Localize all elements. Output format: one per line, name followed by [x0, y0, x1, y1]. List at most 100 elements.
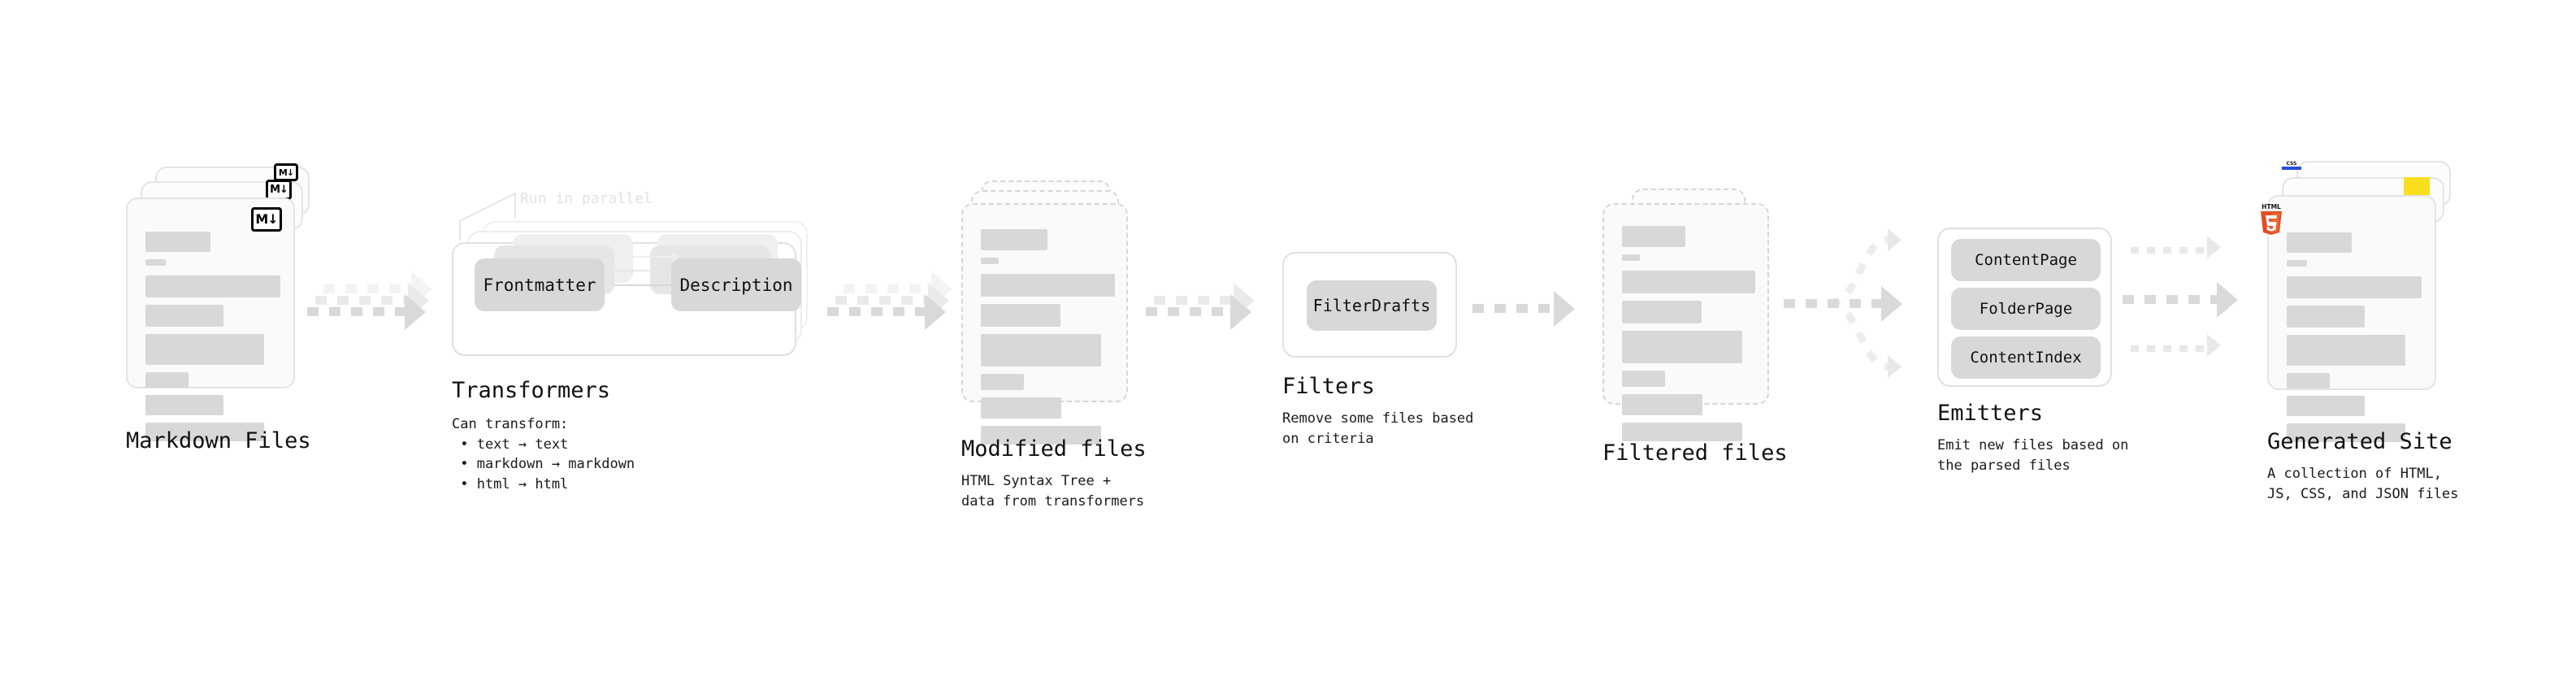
arrow-emitters-to-site — [2123, 228, 2269, 390]
placeholder-bar — [2287, 232, 2352, 253]
file-content-placeholder — [1622, 226, 1755, 449]
emitter-item-folderpage[interactable]: FolderPage — [1951, 288, 2101, 330]
placeholder-bar — [1622, 423, 1742, 441]
arrow-head — [925, 294, 946, 330]
placeholder-bar — [981, 397, 1061, 419]
placeholder-bar — [2287, 306, 2365, 327]
file-content-placeholder — [981, 229, 1115, 452]
card-front — [1602, 203, 1769, 441]
markdown-file-stack: M↓ M↓ M↓ — [126, 163, 313, 441]
markdown-icon: M↓ — [274, 163, 298, 181]
arrow-head — [1888, 228, 1902, 251]
placeholder-bar — [1622, 394, 1702, 415]
stage-title-modified-files: Modified files — [961, 436, 1147, 462]
stage-title-markdown-files: Markdown Files — [126, 428, 311, 453]
placeholder-bar — [145, 334, 264, 365]
transformers-layer-stack: Run in parallel Frontmatter Description — [452, 190, 826, 366]
arrow-line — [835, 296, 938, 305]
file-content-placeholder — [145, 232, 280, 449]
placeholder-bar — [981, 229, 1047, 250]
placeholder-bar — [2287, 276, 2422, 298]
arrow-filtered-to-emitters — [1784, 215, 1938, 394]
generated-file-stack: CSS HTML — [2261, 159, 2462, 442]
placeholder-bar — [145, 259, 166, 266]
stage-title-transformers: Transformers — [452, 378, 611, 403]
placeholder-bar — [981, 258, 999, 264]
card-front — [961, 203, 1128, 445]
run-in-parallel-bracket — [459, 192, 516, 241]
stage-subtitle-transformers: Can transform: • text → text • markdown … — [452, 416, 635, 492]
stage-filters: FilterDrafts Filters Remove some files b… — [1282, 252, 1473, 447]
emitter-item-contentpage[interactable]: ContentPage — [1951, 239, 2101, 281]
run-in-parallel-label: Run in parallel — [520, 190, 653, 207]
stage-modified-files: Modified files HTML Syntax Tree + data f… — [961, 180, 1148, 510]
arrow-line — [1154, 296, 1242, 305]
stage-title-filtered-files: Filtered files — [1602, 440, 1788, 466]
transformer-connector — [614, 280, 680, 290]
stage-transformers: Run in parallel Frontmatter Description … — [452, 190, 826, 492]
arrow-head — [1888, 355, 1902, 378]
transformer-item-description[interactable]: Description — [671, 258, 801, 311]
arrow-line — [307, 307, 414, 316]
placeholder-bar — [145, 423, 264, 441]
css3-icon: CSS — [2282, 159, 2301, 170]
placeholder-bar — [1622, 371, 1665, 387]
arrow-head — [1230, 294, 1251, 330]
arrow-line — [1146, 307, 1240, 316]
arrow-head — [1554, 291, 1575, 327]
filtered-file-stack — [1602, 189, 1789, 441]
placeholder-bar — [1622, 226, 1685, 247]
transformer-item-frontmatter[interactable]: Frontmatter — [475, 258, 605, 311]
arrow-head — [1881, 286, 1902, 322]
modified-file-stack — [961, 180, 1148, 445]
arrow-line — [2131, 247, 2210, 254]
placeholder-bar — [981, 334, 1101, 367]
svg-text:HTML: HTML — [2262, 203, 2281, 210]
arrow-head — [405, 294, 426, 330]
stage-generated-site: CSS HTML — [2261, 159, 2462, 502]
filter-item-filterdrafts[interactable]: FilterDrafts — [1307, 280, 1437, 331]
transformer-connector — [614, 266, 680, 275]
placeholder-bar — [2287, 260, 2307, 267]
arrow-markdown-to-transformers — [307, 271, 466, 340]
placeholder-bar — [2287, 373, 2330, 388]
placeholder-bar — [981, 426, 1101, 445]
stage-title-generated-site: Generated Site — [2267, 429, 2452, 454]
arrow-transformers-to-modified — [827, 271, 990, 340]
arrow-line — [323, 284, 421, 293]
arrow-line — [2123, 295, 2222, 304]
card-front: M↓ — [126, 197, 295, 441]
arrow-line — [827, 307, 935, 316]
arrow-line — [843, 284, 941, 293]
markdown-icon: M↓ — [251, 207, 282, 232]
placeholder-bar — [145, 395, 223, 415]
arrow-modified-to-filters — [1146, 283, 1292, 343]
placeholder-bar — [145, 305, 223, 327]
stage-subtitle-filters: Remove some files based on criteria — [1282, 410, 1474, 447]
stage-markdown-files: M↓ M↓ M↓ Markdown Files — [126, 163, 313, 453]
transformer-connector — [614, 252, 680, 262]
placeholder-bar — [145, 232, 210, 252]
card-front: HTML — [2261, 195, 2436, 442]
html5-icon: HTML — [2257, 202, 2285, 235]
stage-filtered-files: Filtered files — [1602, 189, 1789, 466]
placeholder-bar — [981, 274, 1115, 297]
filters-box: FilterDrafts — [1282, 252, 1457, 358]
placeholder-bar — [145, 275, 280, 297]
svg-text:CSS: CSS — [2287, 161, 2297, 167]
stage-title-filters: Filters — [1282, 374, 1375, 399]
emitter-item-contentindex[interactable]: ContentIndex — [1951, 336, 2101, 379]
arrow-filters-to-filtered — [1472, 291, 1611, 341]
stage-subtitle-modified-files: HTML Syntax Tree + data from transformer… — [961, 473, 1145, 510]
arrow-head — [2207, 236, 2221, 258]
arrow-head — [2217, 282, 2238, 318]
placeholder-bar — [145, 372, 189, 388]
arrow-line — [1472, 304, 1563, 313]
placeholder-bar — [1622, 301, 1702, 323]
placeholder-bar — [981, 374, 1024, 390]
placeholder-bar — [1622, 331, 1742, 363]
emitters-box: ContentPage FolderPage ContentIndex — [1937, 228, 2112, 387]
placeholder-bar — [2287, 396, 2365, 416]
stage-emitters: ContentPage FolderPage ContentIndex Emit… — [1937, 228, 2128, 474]
arrow-line — [1784, 299, 1886, 308]
